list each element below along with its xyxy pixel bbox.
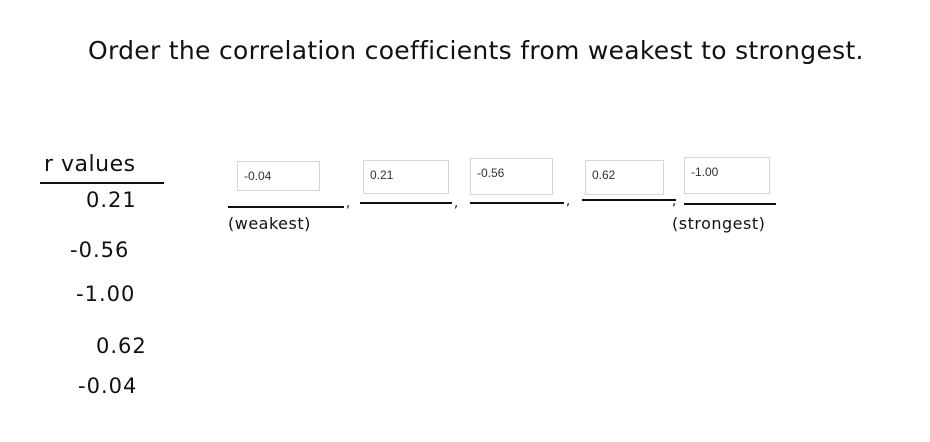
- strongest-label: (strongest): [672, 214, 766, 233]
- r-value-item: -0.04: [78, 374, 138, 398]
- weakest-label: (weakest): [228, 214, 311, 233]
- answer-box-3[interactable]: -0.56: [470, 158, 553, 195]
- answer-slot-line: [228, 206, 344, 208]
- order-separator: ,: [454, 196, 459, 211]
- answer-box-2[interactable]: 0.21: [363, 160, 449, 194]
- answer-slot-line: [582, 199, 676, 201]
- answer-slot-line: [684, 203, 776, 205]
- order-separator: ,: [566, 194, 571, 209]
- r-value-item: -1.00: [76, 282, 136, 306]
- answer-box-5[interactable]: -1.00: [684, 157, 770, 194]
- answer-slot-line: [360, 202, 452, 204]
- question-prompt: Order the correlation coefficients from …: [88, 36, 864, 65]
- answer-box-1[interactable]: -0.04: [237, 161, 320, 191]
- r-value-item: -0.56: [70, 238, 130, 262]
- r-values-header-underline: [40, 182, 164, 184]
- answer-box-4[interactable]: 0.62: [585, 160, 664, 195]
- order-separator: ,: [346, 196, 351, 211]
- r-value-item: 0.21: [86, 188, 137, 212]
- r-value-item: 0.62: [96, 334, 147, 358]
- order-separator: ,: [672, 194, 677, 209]
- r-values-header: r values: [44, 152, 136, 177]
- answer-slot-line: [470, 202, 564, 204]
